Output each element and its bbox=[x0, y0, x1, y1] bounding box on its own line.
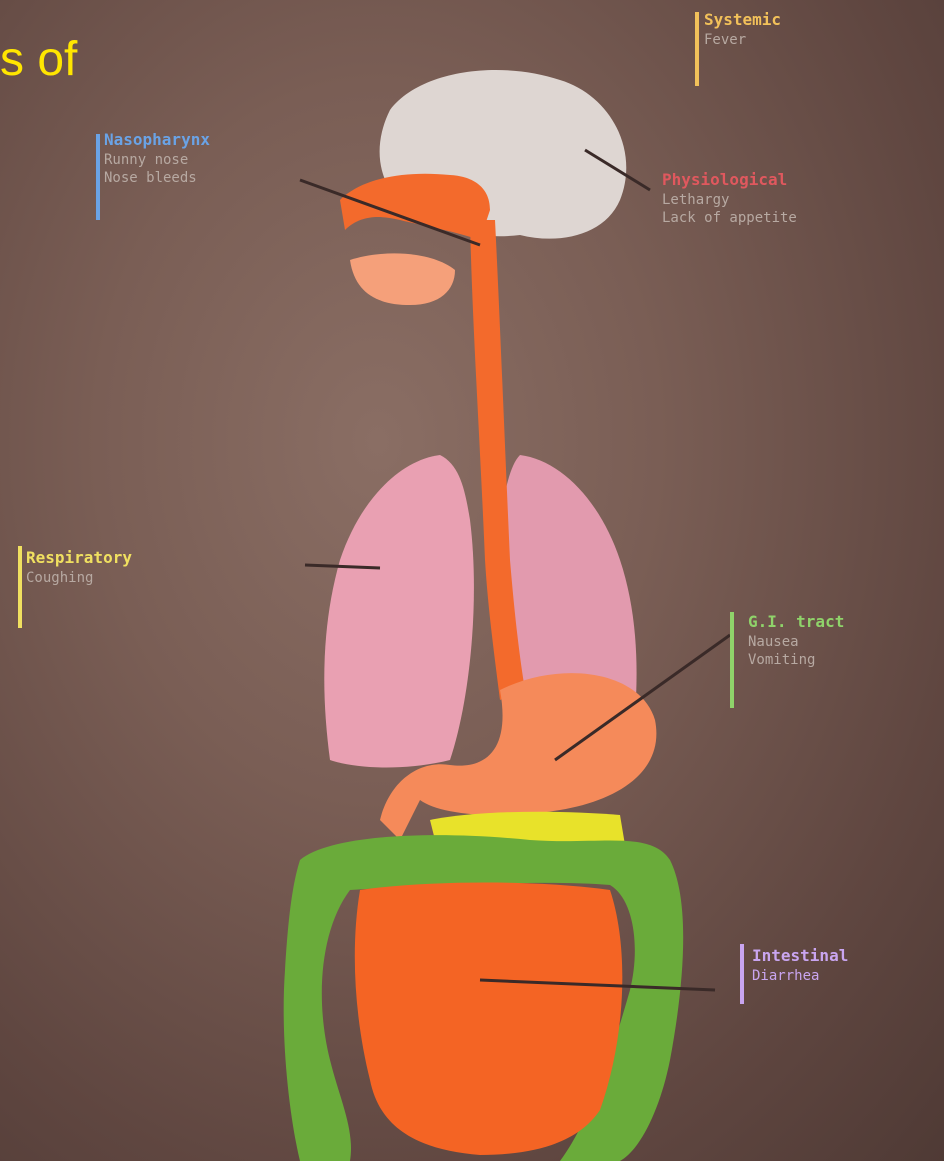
intestinal-item-0: Diarrhea bbox=[752, 967, 848, 985]
respiratory-bar bbox=[18, 546, 22, 628]
label-nasopharynx: Nasopharynx Runny nose Nose bleeds bbox=[104, 130, 210, 187]
nasopharynx-bar bbox=[96, 134, 100, 220]
systemic-name: Systemic bbox=[704, 10, 781, 31]
label-intestinal: Intestinal Diarrhea bbox=[752, 946, 848, 985]
small-intestine bbox=[355, 883, 623, 1156]
physiological-item-0: Lethargy bbox=[662, 191, 797, 209]
intestinal-name: Intestinal bbox=[752, 946, 848, 967]
intestinal-bar bbox=[740, 944, 744, 1004]
gi-item-1: Vomiting bbox=[748, 651, 844, 669]
respiratory-item-0: Coughing bbox=[26, 569, 132, 587]
gi-item-0: Nausea bbox=[748, 633, 844, 651]
mouth bbox=[350, 253, 455, 305]
systemic-item-0: Fever bbox=[704, 31, 781, 49]
nasopharynx-item-0: Runny nose bbox=[104, 151, 210, 169]
nasopharynx bbox=[340, 174, 490, 240]
label-systemic: Systemic Fever bbox=[704, 10, 781, 49]
label-respiratory: Respiratory Coughing bbox=[26, 548, 132, 587]
physiological-item-1: Lack of appetite bbox=[662, 209, 797, 227]
gi-name: G.I. tract bbox=[748, 612, 844, 633]
respiratory-name: Respiratory bbox=[26, 548, 132, 569]
nasopharynx-item-1: Nose bleeds bbox=[104, 169, 210, 187]
label-physiological: Physiological Lethargy Lack of appetite bbox=[662, 170, 797, 227]
gi-bar bbox=[730, 612, 734, 708]
label-gi: G.I. tract Nausea Vomiting bbox=[748, 612, 844, 669]
left-lung bbox=[324, 455, 474, 768]
physiological-name: Physiological bbox=[662, 170, 797, 191]
nasopharynx-name: Nasopharynx bbox=[104, 130, 210, 151]
systemic-bar bbox=[695, 12, 699, 86]
